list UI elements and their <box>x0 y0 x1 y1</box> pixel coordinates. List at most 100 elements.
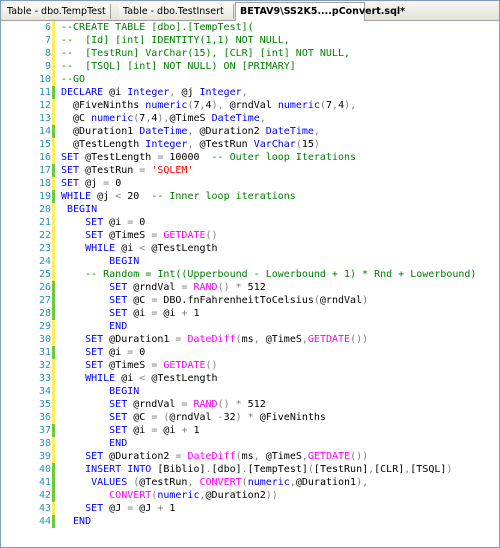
code-token: BEGIN <box>61 204 98 215</box>
code-line[interactable]: 40 INSERT INTO [Biblio].[dbo].[TempTest]… <box>1 463 499 476</box>
code-token: , <box>169 87 182 98</box>
code-line[interactable]: 20 BEGIN <box>1 203 499 216</box>
code-line[interactable]: 22 SET @TimeS = GETDATE() <box>1 229 499 242</box>
code-token: @i <box>109 217 128 228</box>
code-token: ) <box>446 464 453 475</box>
code-line[interactable]: 39 SET @Duration2 = DateDiff(ms, @TimeS,… <box>1 450 499 463</box>
code-line[interactable]: 27 SET @C = DBO.fnFahrenheitToCelsius(@r… <box>1 294 499 307</box>
code-token: [TempTest] <box>247 464 308 475</box>
code-line[interactable]: 32 SET @TimeS = GETDATE() <box>1 359 499 372</box>
code-line[interactable]: 25 -- Random = Int((Upperbound - Lowerbo… <box>1 268 499 281</box>
code-line[interactable]: 9-- [TSQL] [int] NOT NULL) ON [PRIMARY] <box>1 60 499 73</box>
code-token: ), <box>211 100 230 111</box>
code-line[interactable]: 42 CONVERT(numeric,@Duration2)) <box>1 489 499 502</box>
code-token: BEGIN <box>61 386 140 397</box>
code-line[interactable]: 43 SET @J = @J + 1 <box>1 502 499 515</box>
code-text: CONVERT(numeric,@Duration2)) <box>61 489 278 502</box>
saved-line-marker <box>52 450 55 463</box>
code-token: @TimeS <box>109 360 152 371</box>
code-line[interactable]: 31 SET @i = 0 <box>1 346 499 359</box>
code-token: = <box>181 399 194 410</box>
code-line[interactable]: 13 @C numeric(7,4),@TimeS DateTime, <box>1 112 499 125</box>
code-token: 20 <box>127 191 152 202</box>
saved-line-marker <box>52 333 55 346</box>
line-number: 29 <box>38 321 51 332</box>
code-token: DateTime <box>139 126 188 137</box>
code-line[interactable]: 44 END <box>1 515 499 528</box>
code-line[interactable]: 41 VALUES (@TestRun, CONVERT(numeric,@Du… <box>1 476 499 489</box>
code-line[interactable]: 10--GO <box>1 73 499 86</box>
code-line[interactable]: 14 @Duration1 DateTime, @Duration2 DateT… <box>1 125 499 138</box>
code-token: @TestRun <box>139 477 188 488</box>
code-line[interactable]: 21 SET @i = 0 <box>1 216 499 229</box>
tab-testinsert-table[interactable]: Table - dbo.TestInsert <box>119 4 234 19</box>
code-token: ) * <box>235 412 260 423</box>
code-line[interactable]: 33 WHILE @i < @TestLength <box>1 372 499 385</box>
code-token: SET <box>61 230 110 241</box>
code-text: SET @C = (@rndVal -32) * @FiveNinths <box>61 411 326 424</box>
code-text: END <box>61 437 127 450</box>
changed-line-marker <box>52 463 55 476</box>
code-token: ( <box>235 334 242 345</box>
code-token: DBO.fnFahrenheitToCelsius <box>163 295 314 306</box>
code-line[interactable]: 15 @TestLength Integer, @TestRun VarChar… <box>1 138 499 151</box>
code-token: ) <box>313 139 320 150</box>
saved-line-marker <box>52 34 55 47</box>
code-token: , <box>289 477 296 488</box>
code-token: 7 <box>193 100 200 111</box>
code-line[interactable]: 37 SET @i = @i + 1 <box>1 424 499 437</box>
line-number: 28 <box>38 308 51 319</box>
line-number: 35 <box>38 399 51 410</box>
code-text: SET @TimeS = GETDATE() <box>61 359 218 372</box>
code-line[interactable]: 8-- [TestRun] VarChar(15), [CLR] [int] N… <box>1 47 499 60</box>
code-line[interactable]: 35 SET @rndVal = RAND() * 512 <box>1 398 499 411</box>
code-text: SET @TestRun = 'SQLEM' <box>61 164 193 177</box>
code-line[interactable]: 26 SET @rndVal = RAND() * 512 <box>1 281 499 294</box>
code-line[interactable]: 12 @FiveNinths numeric(7,4), @rndVal num… <box>1 99 499 112</box>
line-number: 44 <box>38 516 51 527</box>
line-number: 11 <box>38 87 51 98</box>
code-line[interactable]: 6--CREATE TABLE [dbo].[TempTest]( <box>1 21 499 34</box>
code-line[interactable]: 24 BEGIN <box>1 255 499 268</box>
code-token: @C <box>133 295 152 306</box>
code-line[interactable]: 7-- [Id] [int] IDENTITY(1,1) NOT NULL, <box>1 34 499 47</box>
tab-query-script[interactable]: BETAV9\SS2K5....pConvert.sql* <box>235 2 405 21</box>
tab-temptest-table[interactable]: Table - dbo.TempTest <box>3 4 111 19</box>
code-line[interactable]: 23 WHILE @i < @TestLength <box>1 242 499 255</box>
code-editor[interactable]: 6--CREATE TABLE [dbo].[TempTest](7-- [Id… <box>1 21 499 547</box>
line-number: 18 <box>38 178 51 189</box>
code-text: -- [TSQL] [int] NOT NULL) ON [PRIMARY] <box>61 60 296 73</box>
saved-line-marker <box>52 216 55 229</box>
code-line[interactable]: 29 END <box>1 320 499 333</box>
code-line[interactable]: 28 SET @i = @i + 1 <box>1 307 499 320</box>
code-token: ()) <box>350 334 369 345</box>
code-line[interactable]: 34 BEGIN <box>1 385 499 398</box>
code-token: numeric <box>247 477 290 488</box>
code-text: -- [TestRun] VarChar(15), [CLR] [int] NO… <box>61 47 350 60</box>
code-token: WHILE <box>61 191 98 202</box>
line-number: 12 <box>38 100 51 111</box>
code-token: = <box>127 217 140 228</box>
code-token: @j <box>85 178 104 189</box>
code-token: + <box>157 503 170 514</box>
code-text: SET @i = @i + 1 <box>61 424 199 437</box>
code-text: WHILE @j < 20 -- Inner loop iterations <box>61 190 296 203</box>
code-token: 4 <box>338 100 345 111</box>
line-number: 22 <box>38 230 51 241</box>
code-token: ( <box>133 113 140 124</box>
code-line[interactable]: 36 SET @C = (@rndVal -32) * @FiveNinths <box>1 411 499 424</box>
line-number: 39 <box>38 451 51 462</box>
code-token: GETDATE <box>163 230 206 241</box>
saved-line-marker <box>52 359 55 372</box>
code-line[interactable]: 38 END <box>1 437 499 450</box>
code-token: @FiveNinths <box>259 412 326 423</box>
code-token: -- [Id] [int] IDENTITY(1,1) NOT NULL, <box>61 35 290 46</box>
saved-line-marker <box>52 177 55 190</box>
code-text: WHILE @i < @TestLength <box>61 372 217 385</box>
code-line[interactable]: 30 SET @Duration1 = DateDiff(ms, @TimeS,… <box>1 333 499 346</box>
